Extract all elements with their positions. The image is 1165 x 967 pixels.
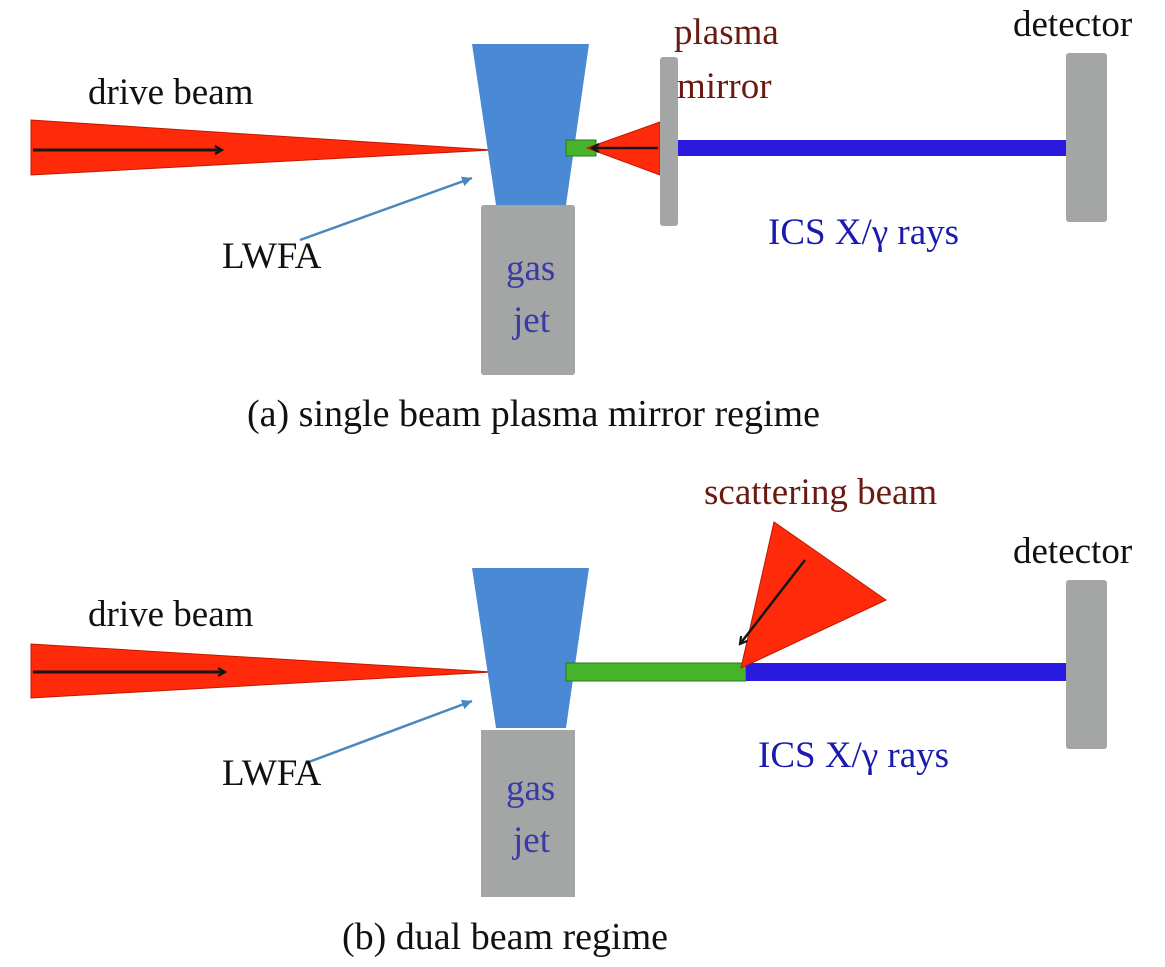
drive-beam-cone-b <box>30 643 493 699</box>
gas-jet-a <box>481 205 575 375</box>
lwfa-label-a: LWFA <box>222 236 322 277</box>
drive-beam-label-b: drive beam <box>88 594 254 635</box>
gas-jet-label-a-line2: jet <box>513 300 550 341</box>
plasma-mirror-label-line2: mirror <box>677 66 772 107</box>
panel-b <box>30 521 1107 897</box>
gas-jet-label-b-line2: jet <box>513 820 550 861</box>
gas-jet-b <box>481 730 575 897</box>
panel-a <box>30 44 1107 375</box>
scattering-beam-arrow <box>740 559 806 644</box>
drive-beam-label-a: drive beam <box>88 72 254 113</box>
scattering-beam-cone <box>740 521 887 669</box>
lwfa-pointer-b <box>305 699 473 765</box>
drive-beam-cone-a <box>30 119 493 176</box>
caption-a: (a) single beam plasma mirror regime <box>247 393 820 435</box>
detector-b <box>1066 580 1107 749</box>
rays-label-a: ICS X/γ rays <box>768 212 960 253</box>
scattering-beam-label: scattering beam <box>704 472 938 513</box>
electron-beam-b <box>565 662 747 682</box>
caption-b: (b) dual beam regime <box>342 916 669 958</box>
plasma-mirror-label-line1: plasma <box>674 12 779 53</box>
xray-beam-a <box>678 140 1067 156</box>
gas-nozzle-a <box>472 44 589 205</box>
detector-label-b: detector <box>1013 531 1133 572</box>
plasma-mirror <box>660 57 678 226</box>
gas-nozzle-b <box>472 568 589 728</box>
gas-jet-label-b-line1: gas <box>506 768 556 809</box>
xray-beam-b <box>746 663 1067 681</box>
gas-jet-label-a-line1: gas <box>506 248 556 289</box>
rays-label-b: ICS X/γ rays <box>758 735 950 776</box>
lwfa-label-b: LWFA <box>222 753 322 794</box>
lwfa-pointer-a <box>299 176 473 242</box>
detector-label-a: detector <box>1013 4 1133 45</box>
detector-a <box>1066 53 1107 222</box>
